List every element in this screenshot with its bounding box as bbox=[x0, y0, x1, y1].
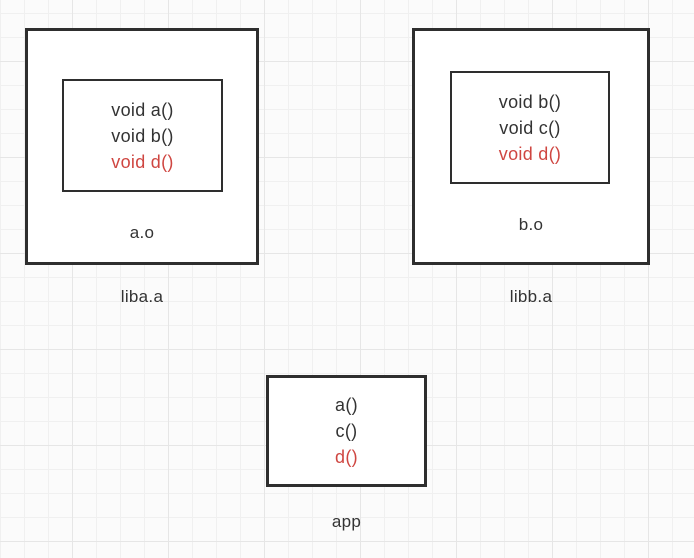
app-symbol: c() bbox=[335, 421, 358, 441]
object-file-label: a.o bbox=[129, 223, 155, 242]
app-label: app bbox=[331, 512, 362, 531]
object-file-label: b.o bbox=[518, 215, 544, 234]
function-signature: void b() bbox=[111, 125, 174, 146]
object-box-b-o: void b() void c() void d() bbox=[450, 71, 610, 184]
app-symbol-highlighted: d() bbox=[335, 447, 358, 467]
app-symbol: a() bbox=[335, 395, 358, 415]
function-signature: void c() bbox=[499, 117, 561, 138]
object-box-a-o: void a() void b() void d() bbox=[62, 79, 223, 192]
function-signature: void b() bbox=[498, 91, 562, 112]
function-signature-highlighted: void d() bbox=[498, 143, 562, 164]
library-label: liba.a bbox=[120, 287, 164, 306]
library-label: libb.a bbox=[509, 287, 553, 306]
app-box: a() c() d() bbox=[266, 375, 427, 487]
function-signature-highlighted: void d() bbox=[111, 151, 174, 172]
function-signature: void a() bbox=[111, 99, 174, 120]
